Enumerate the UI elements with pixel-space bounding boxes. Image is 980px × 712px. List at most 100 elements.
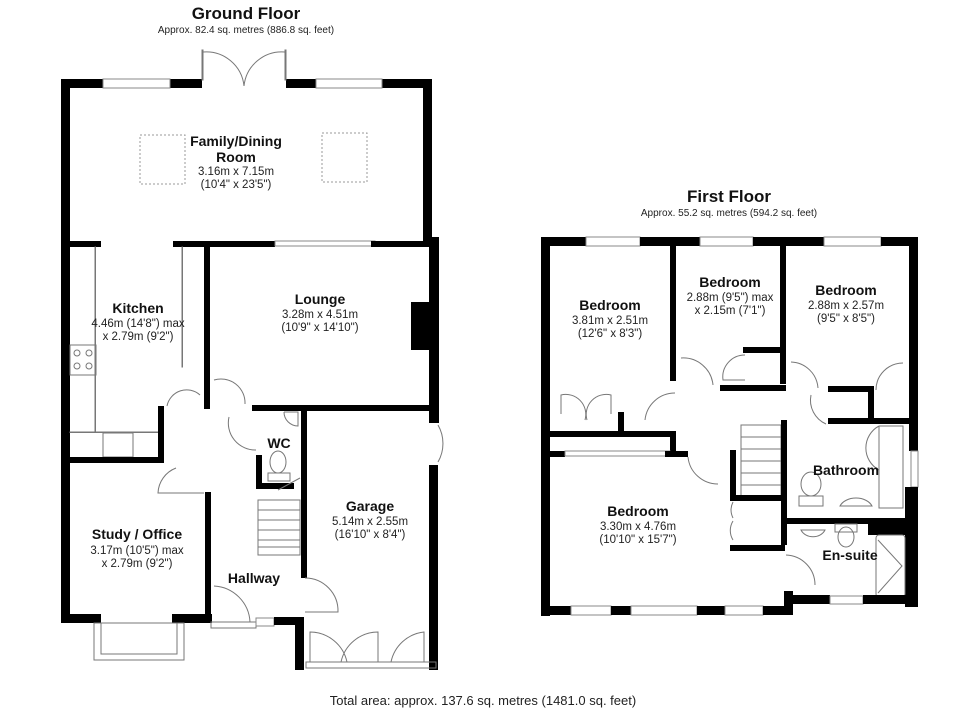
door-frame	[210, 621, 257, 629]
window	[585, 236, 641, 247]
room-label-en-suite: En-suite	[822, 547, 877, 563]
room-dimensions: 3.28m x 4.51m	[282, 309, 358, 321]
staircase	[257, 477, 301, 556]
wall	[382, 79, 432, 88]
room-dimensions-imperial: (10'9" x 14'10")	[281, 322, 358, 334]
wall	[780, 246, 786, 384]
first-floor-plan: First Floor Approx. 55.2 sq. metres (594…	[541, 187, 919, 616]
wall	[786, 518, 910, 524]
wall	[720, 385, 786, 391]
door-swing	[680, 357, 714, 386]
door-swing	[157, 467, 204, 494]
wall	[61, 79, 103, 88]
wall	[61, 614, 101, 623]
door-swing	[166, 389, 201, 407]
room-dimensions: 3.16m x 7.15m	[198, 166, 274, 178]
wall	[828, 418, 910, 424]
door-swing	[227, 416, 257, 451]
wall	[640, 237, 700, 246]
total-area: Total area: approx. 137.6 sq. metres (14…	[330, 693, 636, 708]
toilet-cistern	[267, 472, 291, 482]
wall	[909, 237, 918, 451]
wall	[863, 595, 918, 604]
skylight	[139, 134, 186, 185]
room-label-lounge: Lounge	[295, 291, 346, 307]
wall	[541, 237, 586, 246]
window	[255, 617, 275, 627]
room-dimensions: 3.30m x 4.76m	[600, 521, 676, 533]
wall	[301, 411, 307, 578]
wall	[550, 451, 565, 457]
hob-ring	[85, 362, 93, 370]
wall	[611, 606, 631, 615]
garage-door-frame	[305, 661, 437, 669]
room-dimensions-imperial: (10'10" x 15'7")	[599, 534, 676, 546]
wall	[697, 606, 725, 615]
hob-ring	[73, 362, 81, 370]
room-label-study: Study / Office	[92, 526, 182, 542]
wall	[881, 237, 918, 246]
wall	[618, 412, 624, 435]
wall	[286, 79, 316, 88]
wall	[730, 450, 736, 500]
wall	[295, 617, 304, 670]
shower-screen	[877, 539, 903, 594]
hob	[69, 344, 97, 376]
room-dimensions: 2.88m x 2.57m	[808, 300, 884, 312]
wardrobe-door	[560, 393, 587, 421]
wall	[763, 606, 788, 615]
basin	[800, 529, 826, 538]
room-dimensions-imperial: (9'5" x 8'5")	[817, 313, 875, 325]
window	[823, 236, 882, 247]
wall	[670, 431, 676, 457]
wall	[170, 79, 202, 88]
door	[284, 49, 287, 81]
wall	[541, 431, 676, 437]
chimney-breast	[411, 302, 429, 350]
window	[570, 605, 612, 616]
toilet-cistern	[798, 495, 824, 507]
wall	[429, 237, 439, 423]
room-dimensions-imperial: (12'6" x 8'3")	[578, 328, 643, 340]
wall	[905, 487, 918, 607]
wall	[868, 386, 874, 423]
wall	[256, 455, 262, 488]
wall	[730, 495, 785, 501]
garage-door	[340, 631, 379, 663]
wall	[61, 79, 70, 617]
room-label-garage: Garage	[346, 498, 394, 514]
room-label-family-dining: Family/Dining	[190, 133, 282, 149]
wall	[252, 405, 438, 411]
room-label-kitchen: Kitchen	[112, 300, 163, 316]
garage-door	[390, 631, 425, 663]
wc-basin	[283, 411, 299, 427]
wall	[371, 241, 433, 247]
room-label-bedroom-3: Bedroom	[815, 282, 876, 298]
room-dimensions-imperial: x 2.79m (9'2")	[103, 331, 174, 343]
bath	[865, 425, 904, 509]
window	[829, 595, 864, 605]
cupboard-doors	[729, 501, 734, 541]
wall	[274, 617, 300, 625]
room-label-bedroom-1: Bedroom	[579, 297, 640, 313]
door-swing	[790, 361, 819, 389]
door-swing	[304, 577, 339, 613]
room-dimensions-imperial: (16'10" x 8'4")	[335, 529, 406, 541]
window	[910, 450, 919, 488]
staircase	[740, 424, 782, 501]
wall	[828, 386, 873, 392]
window	[630, 605, 698, 616]
room-label-hallway: Hallway	[228, 570, 280, 586]
room-dimensions: 4.46m (14'8") max	[91, 318, 184, 330]
window	[724, 605, 764, 616]
ground-floor-area: Approx. 82.4 sq. metres (886.8 sq. feet)	[158, 25, 334, 36]
basin	[839, 497, 873, 507]
worktop	[69, 431, 159, 433]
wall	[753, 237, 824, 246]
door-swing	[213, 585, 251, 623]
wall	[204, 247, 210, 409]
room-label-bathroom: Bathroom	[813, 462, 879, 478]
door-swing	[722, 354, 746, 381]
toilet	[269, 450, 287, 474]
